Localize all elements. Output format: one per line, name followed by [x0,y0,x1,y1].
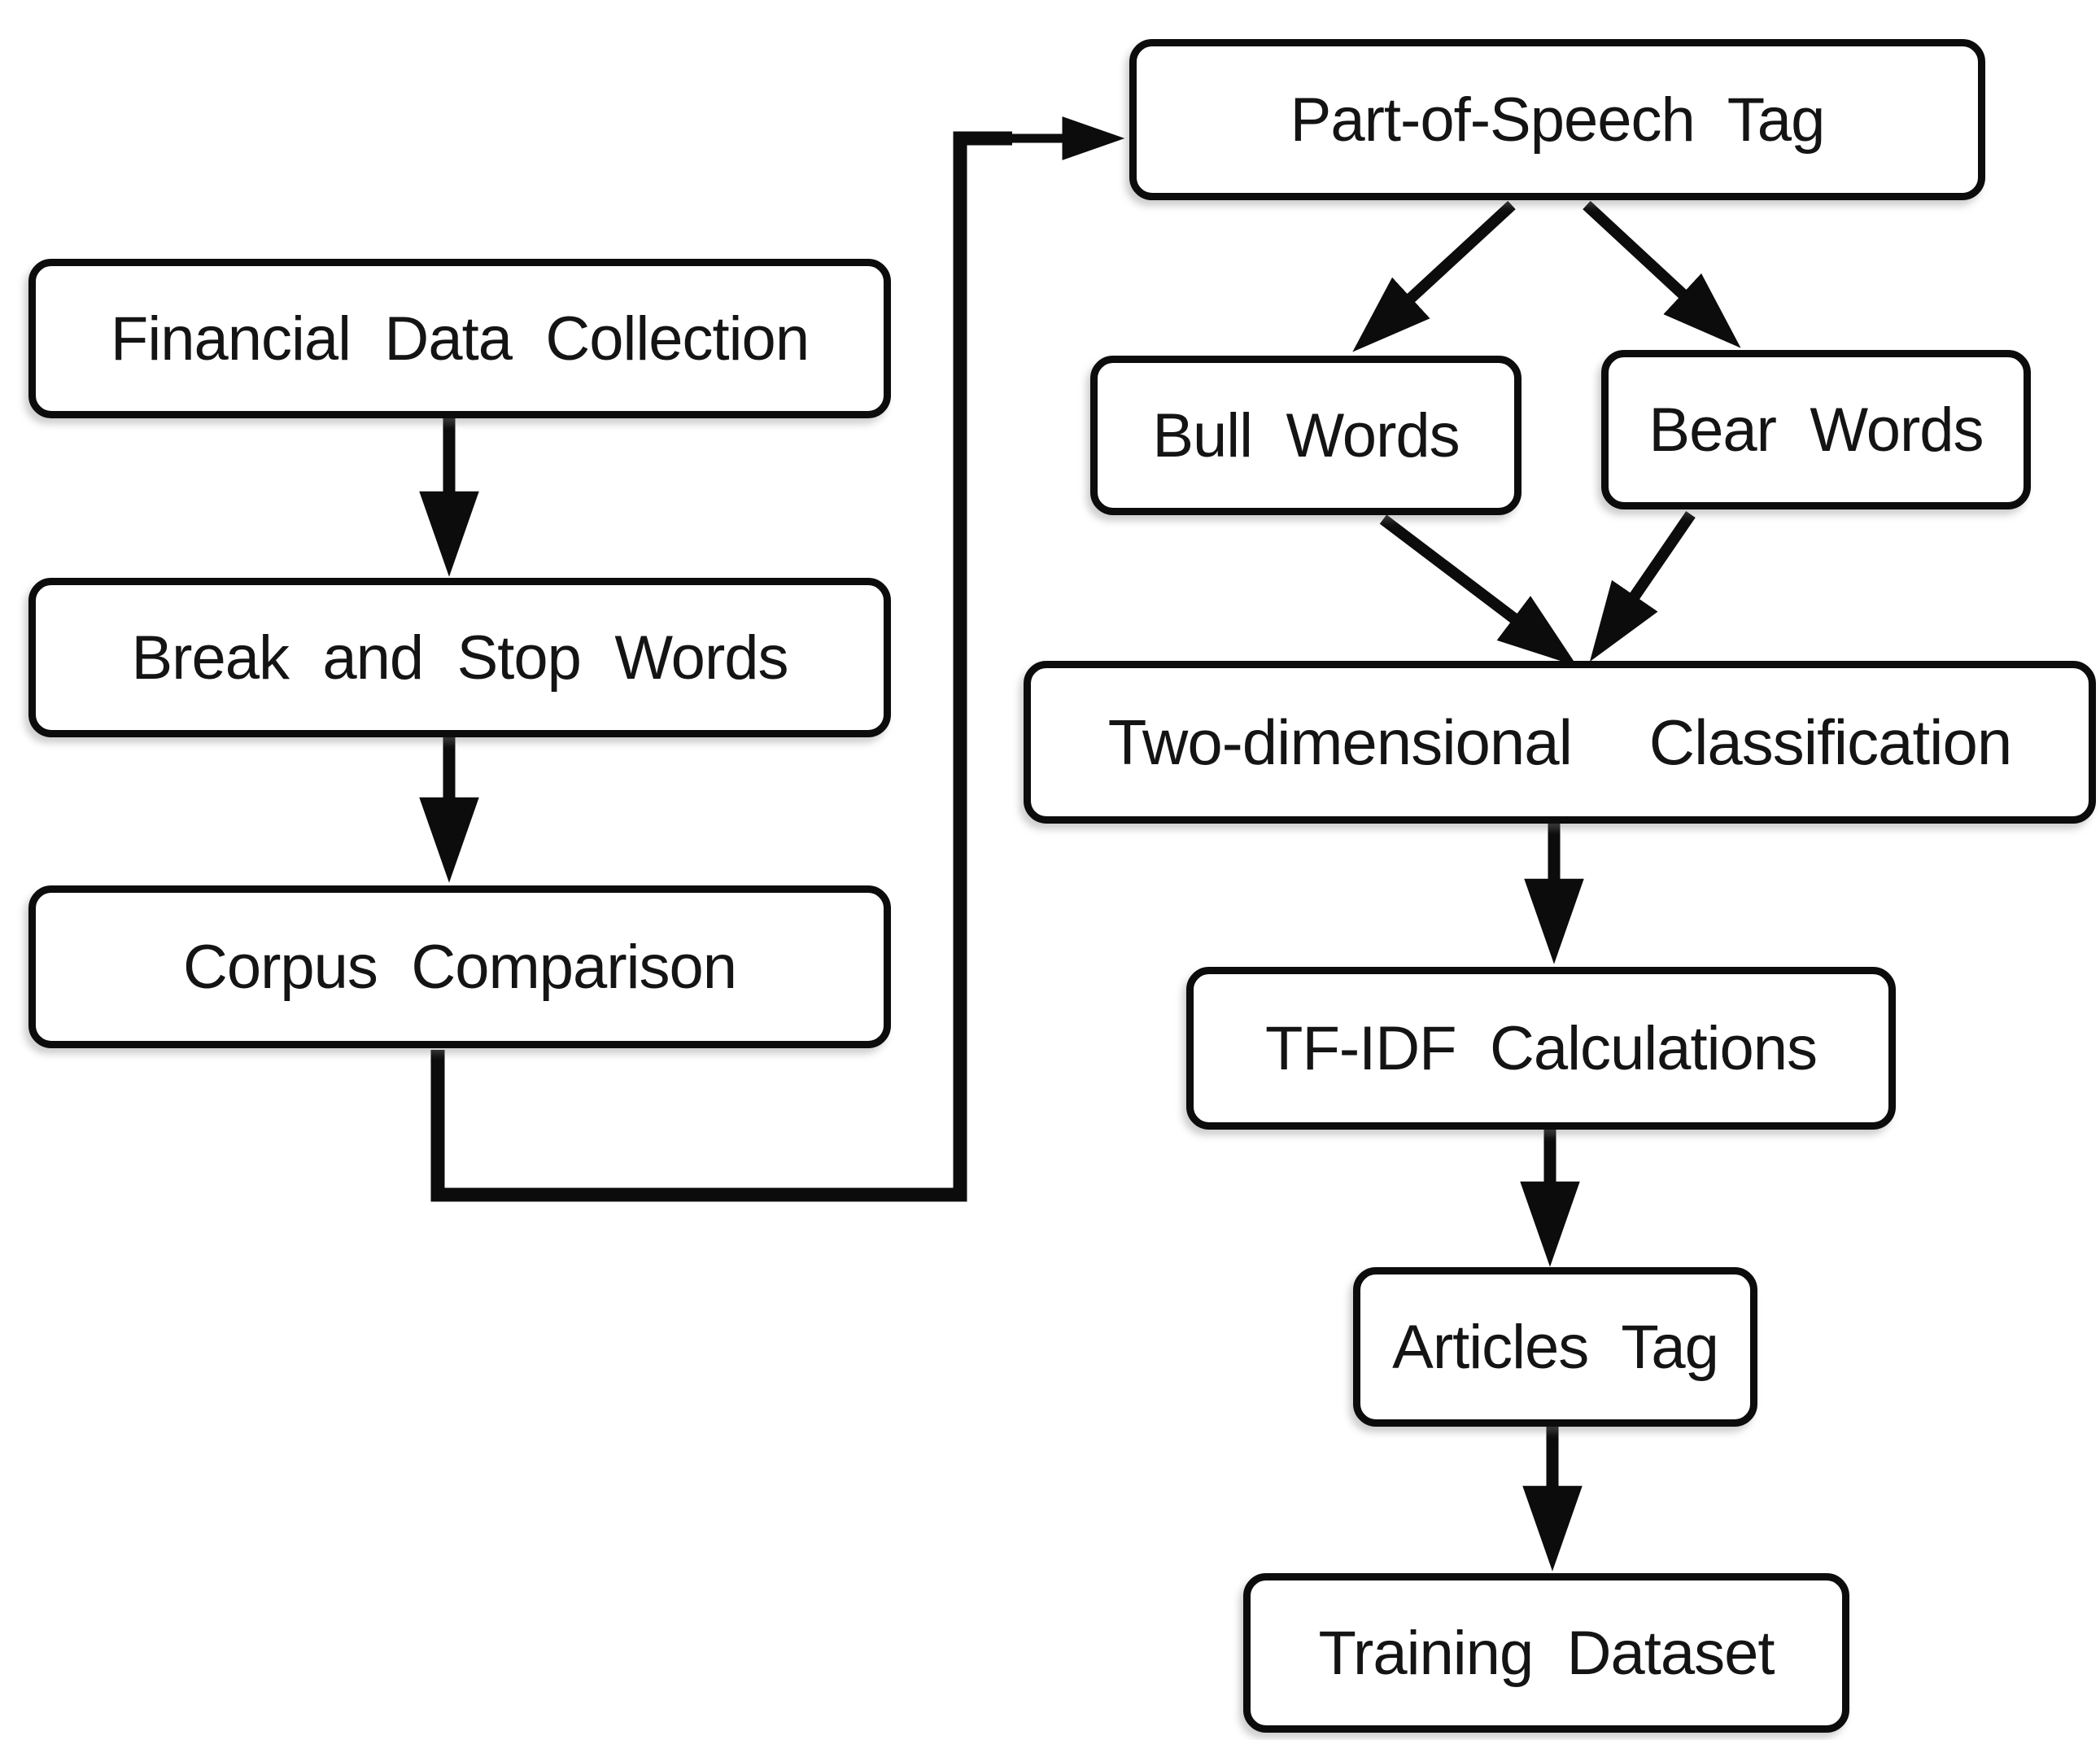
label-break-and-stop-words: Break and Stop Words [131,623,788,693]
node-bull-words: Bull Words [1090,356,1522,515]
node-articles-tag: Articles Tag [1353,1267,1757,1427]
node-two-dimensional-classification: Two-dimensional Classification [1024,661,2096,824]
arrow-bear-to-tdc [1589,511,1696,662]
node-bear-words: Bear Words [1601,350,2031,509]
label-corpus-comparison: Corpus Comparison [182,932,737,1002]
node-part-of-speech-tag: Part-of-Speech Tag [1129,39,1985,200]
label-articles-tag: Articles Tag [1392,1312,1719,1382]
connector-cc-to-pos-elbow [430,131,1012,1202]
arrow-pos-to-bull [1352,200,1516,352]
label-training-dataset: Training Dataset [1318,1618,1775,1688]
arrow-pos-to-bear [1583,200,1741,348]
label-part-of-speech-tag: Part-of-Speech Tag [1290,85,1826,155]
node-training-dataset: Training Dataset [1243,1573,1849,1733]
label-bear-words: Bear Words [1648,395,1984,465]
label-bull-words: Bull Words [1152,400,1460,470]
label-two-dimensional-classification: Two-dimensional Classification [1107,706,2013,778]
label-financial-data-collection: Financial Data Collection [110,304,810,374]
label-tf-idf-calculations: TF-IDF Calculations [1265,1013,1818,1083]
node-corpus-comparison: Corpus Comparison [28,885,891,1048]
arrow-bull-to-tdc [1379,514,1578,667]
node-break-and-stop-words: Break and Stop Words [28,578,891,737]
node-tf-idf-calculations: TF-IDF Calculations [1186,967,1896,1130]
node-financial-data-collection: Financial Data Collection [28,259,891,418]
